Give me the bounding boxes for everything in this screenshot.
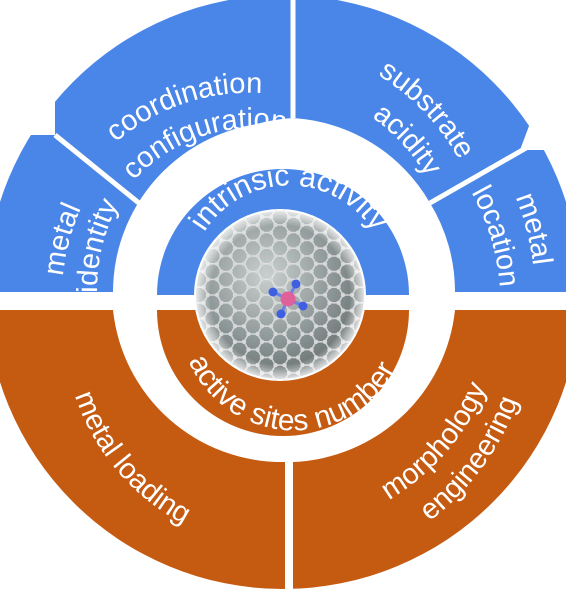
divider-line [428, 137, 542, 206]
nitrogen-atom [268, 287, 278, 297]
segment-metal-identity [0, 135, 150, 292]
segment-metal-location [430, 150, 566, 292]
divider-line [53, 133, 152, 214]
nitrogen-atom [298, 301, 308, 311]
nitrogen-atom [291, 279, 301, 289]
metal-n4-site-icon [268, 279, 308, 319]
metal-atom [280, 291, 296, 307]
nitrogen-atom [276, 309, 286, 319]
